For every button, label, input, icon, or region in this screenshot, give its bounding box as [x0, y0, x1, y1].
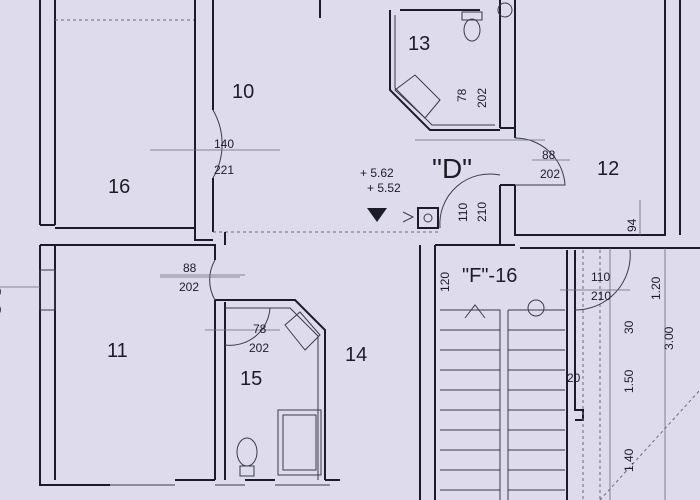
dimension-label: 1.40	[622, 448, 636, 472]
room-label-13: 13	[408, 33, 430, 55]
door-width: 88	[183, 261, 197, 275]
window-height: 10	[0, 303, 2, 317]
door-width: 78	[455, 88, 469, 102]
dimension-label: 1.50	[622, 369, 636, 393]
door-width: 78	[253, 322, 267, 336]
door-height: 202	[540, 167, 560, 181]
door-height: 210	[475, 202, 489, 222]
arrow-icon	[402, 211, 415, 223]
sink-icon	[284, 311, 321, 351]
fixtures	[236, 2, 513, 477]
door-width: 140	[214, 137, 234, 151]
room-label-12: 12	[597, 158, 619, 180]
door-height: 202	[249, 341, 269, 355]
stairwell-label: "F"-16	[462, 265, 517, 287]
dimension-label: 120	[438, 272, 452, 292]
corridor-label: "D"	[432, 153, 472, 184]
door-height: 202	[179, 280, 199, 294]
door-height: 202	[475, 88, 489, 108]
room-label-10: 10	[232, 81, 254, 103]
door-width: 110	[591, 270, 610, 284]
dimension-label: 20	[567, 371, 581, 385]
shower-tray-icon	[277, 409, 322, 476]
level-upper: + 5.62	[360, 166, 394, 180]
level-lower: + 5.52	[367, 181, 401, 195]
door-swings	[0, 109, 700, 500]
room-label-15: 15	[240, 368, 262, 390]
window-width: 30	[0, 285, 2, 299]
toilet-icon	[463, 18, 481, 42]
room-label-11: 11	[107, 340, 128, 362]
door-height: 221	[214, 163, 234, 177]
door-width: 88	[542, 148, 556, 162]
door-width: 110	[456, 203, 470, 222]
room-label-16: 16	[108, 176, 130, 198]
dimension-label: 1.20	[649, 276, 663, 300]
dimension-label: 30	[622, 320, 636, 334]
door-height: 210	[591, 289, 611, 303]
level-marker-icon	[367, 208, 387, 222]
room-label-14: 14	[345, 344, 367, 366]
dimension-label: 94	[625, 218, 639, 232]
walls	[39, 0, 700, 500]
dimension-label: 3.00	[662, 326, 676, 350]
toilet-icon	[236, 437, 258, 467]
sink-icon	[394, 74, 441, 119]
staircase	[440, 299, 565, 500]
